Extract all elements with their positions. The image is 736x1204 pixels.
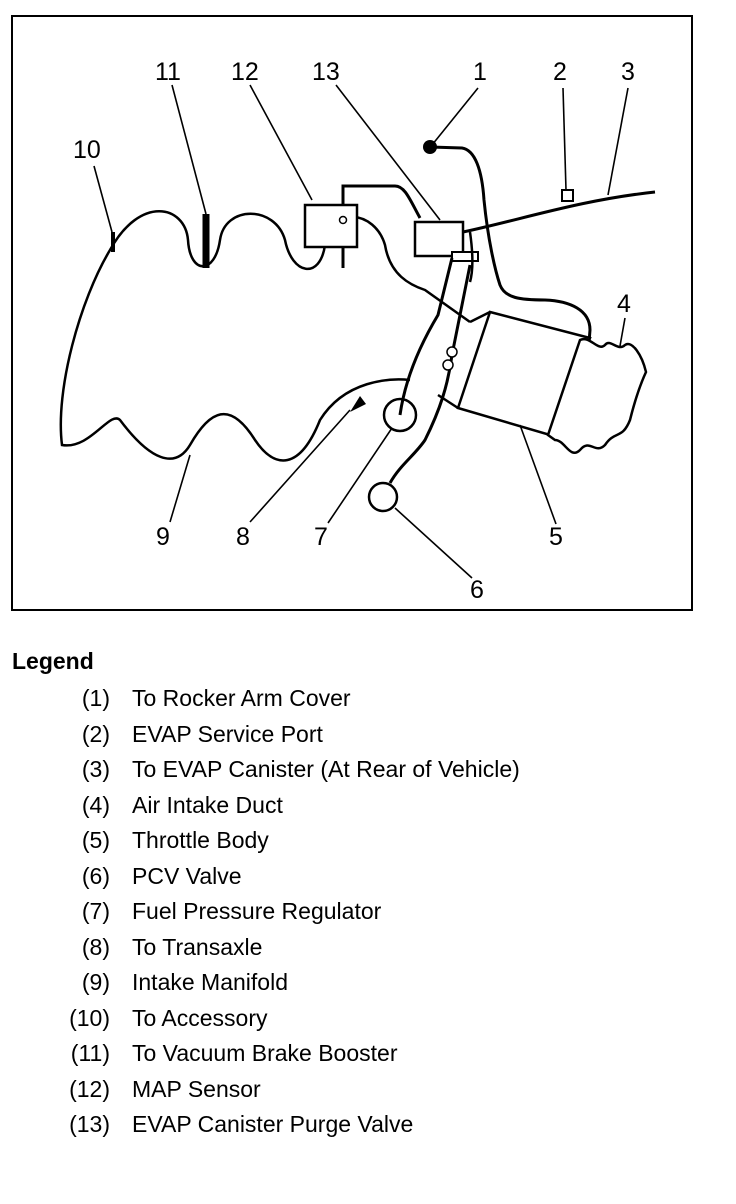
callout-3: 3	[621, 58, 635, 86]
legend-item-number: (8)	[81, 933, 110, 960]
callout-1: 1	[473, 58, 487, 86]
callout-2: 2	[553, 58, 567, 86]
legend-item-number: (5)	[81, 827, 110, 854]
legend-item-text: Air Intake Duct	[132, 791, 283, 818]
evap-canister-line	[462, 190, 656, 234]
legend-item-number: (10)	[69, 1004, 110, 1031]
legend-item-number: (2)	[81, 720, 110, 747]
pcv-hose	[388, 264, 472, 484]
legend-item: (13) EVAP Canister Purge Valve	[12, 1107, 520, 1143]
legend-item-text: To EVAP Canister (At Rear of Vehicle)	[132, 756, 520, 783]
legend-item-text: EVAP Canister Purge Valve	[132, 1111, 414, 1138]
legend-list: (1) To Rocker Arm Cover (2) EVAP Service Po…	[12, 681, 520, 1143]
map-sensor	[303, 203, 359, 249]
legend-item: (5) Throttle Body	[12, 823, 520, 859]
legend-item-number: (11)	[70, 1040, 110, 1067]
legend-item-number: (13)	[69, 1111, 110, 1138]
callout-8: 8	[236, 523, 250, 551]
transaxle-port	[350, 396, 366, 412]
legend-item: (9) Intake Manifold	[12, 965, 520, 1001]
legend-item-text: Throttle Body	[132, 827, 269, 854]
callout-5: 5	[549, 523, 563, 551]
callout-13: 13	[312, 58, 340, 86]
callout-12: 12	[231, 58, 259, 86]
pcv-valve	[367, 481, 399, 513]
legend-item: (10) To Accessory	[12, 1001, 520, 1037]
callout-11: 11	[155, 58, 181, 86]
intake-manifold	[59, 210, 471, 462]
legend-item-number: (1)	[81, 685, 110, 712]
legend-item-number: (3)	[81, 756, 110, 783]
legend-item-number: (4)	[81, 791, 110, 818]
diagram-frame	[11, 15, 693, 611]
legend-item-text: PCV Valve	[132, 862, 242, 889]
rocker-cover-hose	[429, 145, 592, 393]
legend-item: (4) Air Intake Duct	[12, 788, 520, 824]
legend-item-number: (6)	[81, 862, 110, 889]
leader-lines	[93, 84, 629, 579]
legend-item: (12) MAP Sensor	[12, 1072, 520, 1108]
legend-item: (6) PCV Valve	[12, 859, 520, 895]
legend-item-text: Intake Manifold	[132, 969, 288, 996]
legend-item: (8) To Transaxle	[12, 930, 520, 966]
callout-7: 7	[314, 523, 328, 551]
legend-item-text: To Accessory	[132, 1004, 268, 1031]
legend-item-number: (12)	[69, 1075, 110, 1102]
legend-item-text: To Transaxle	[132, 933, 263, 960]
callout-6: 6	[470, 576, 484, 604]
legend-item-text: To Vacuum Brake Booster	[132, 1040, 398, 1067]
legend-item: (1) To Rocker Arm Cover	[12, 681, 520, 717]
legend-item-text: Fuel Pressure Regulator	[132, 898, 382, 925]
legend-item: (2) EVAP Service Port	[12, 717, 520, 753]
callout-4: 4	[617, 290, 631, 318]
callout-10: 10	[73, 136, 101, 164]
vacuum-hose-routing-diagram: 1 2 3 4 5 6 7 8 9 10 11 12 13	[11, 15, 693, 611]
legend-title: Legend	[12, 648, 94, 674]
legend-item-number: (7)	[81, 898, 110, 925]
air-intake-duct	[546, 337, 648, 454]
legend-item: (3) To EVAP Canister (At Rear of Vehicle)	[12, 752, 520, 788]
legend: Legend (1) To Rocker Arm Cover (2) EVAP Ser…	[12, 648, 520, 1143]
legend-item-text: EVAP Service Port	[132, 720, 323, 747]
evap-service-port	[561, 189, 574, 202]
legend-item: (11) To Vacuum Brake Booster	[12, 1036, 520, 1072]
legend-item: (7) Fuel Pressure Regulator	[12, 894, 520, 930]
legend-item-text: MAP Sensor	[132, 1075, 261, 1102]
map-sensor-hose	[341, 184, 422, 219]
legend-item-number: (9)	[81, 969, 110, 996]
evap-purge-valve	[413, 220, 465, 258]
callout-9: 9	[156, 523, 170, 551]
legend-item-text: To Rocker Arm Cover	[132, 685, 351, 712]
